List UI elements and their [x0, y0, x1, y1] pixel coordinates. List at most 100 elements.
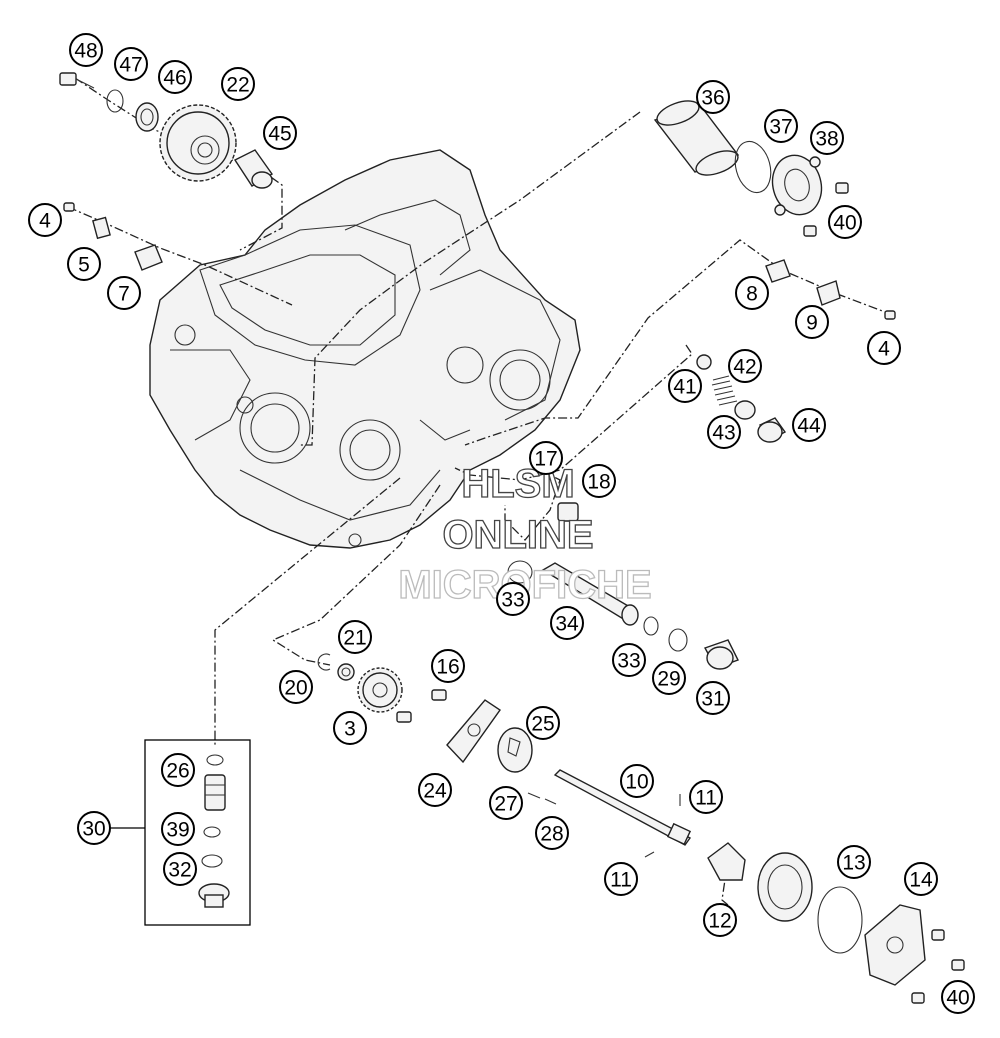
- part-45-bushing: [233, 149, 274, 189]
- callout-number: 34: [555, 613, 579, 636]
- callout-10: 10: [620, 764, 654, 798]
- part-13-oring: [817, 886, 863, 954]
- callout-18: 18: [582, 464, 616, 498]
- callout-circle: [114, 47, 148, 81]
- callout-48: 48: [69, 33, 103, 67]
- part-9-shim: [816, 280, 841, 306]
- callout-13: 13: [837, 845, 871, 879]
- callout-number: 33: [501, 589, 524, 612]
- callout-number: 26: [166, 760, 189, 783]
- part-25-rotor: [497, 727, 533, 773]
- callout-36: 36: [696, 80, 730, 114]
- callout-circle: [338, 620, 372, 654]
- callout-circle: [529, 441, 563, 475]
- part-8-plate: [765, 259, 791, 283]
- callout-circle: [696, 681, 730, 715]
- callout-circle: [867, 331, 901, 365]
- callout-number: 38: [815, 128, 838, 151]
- callout-number: 11: [610, 869, 632, 892]
- callout-circle: [689, 780, 723, 814]
- callout-circle: [28, 203, 62, 237]
- callout-number: 41: [673, 376, 696, 399]
- callout-40: 40: [941, 980, 975, 1014]
- callout-circle: [728, 349, 762, 383]
- part-46-washer: [135, 102, 159, 132]
- callout-11: 11: [689, 780, 723, 814]
- callout-number: 45: [268, 123, 291, 146]
- crankcase-housing: [149, 149, 581, 549]
- callout-number: 12: [708, 910, 731, 933]
- part-7-shim: [134, 244, 163, 271]
- part-12-rotor-set: [707, 842, 813, 922]
- callout-40: 40: [828, 205, 862, 239]
- callout-33: 33: [496, 582, 530, 616]
- part-22-gear: [159, 104, 237, 182]
- callout-12: 12: [703, 903, 737, 937]
- callout-circle: [333, 711, 367, 745]
- part-39-oring: [203, 826, 221, 838]
- callout-circle: [612, 643, 646, 677]
- callout-circle: [526, 706, 560, 740]
- part-screen-filter: [204, 774, 226, 811]
- part-17-18-fitting: [557, 502, 579, 522]
- part-32-oring: [201, 854, 223, 868]
- callout-circle: [161, 812, 195, 846]
- callout-circle: [582, 464, 616, 498]
- callout-21: 21: [338, 620, 372, 654]
- callout-number: 21: [343, 627, 366, 650]
- callout-number: 5: [78, 254, 90, 277]
- callout-25: 25: [526, 706, 560, 740]
- callout-circle: [810, 121, 844, 155]
- part-4-screw-right: [884, 310, 896, 320]
- callout-33: 33: [612, 643, 646, 677]
- callout-number: 3: [344, 718, 356, 741]
- part-21-washer: [337, 663, 355, 681]
- callout-circle: [941, 980, 975, 1014]
- callout-44: 44: [792, 408, 826, 442]
- callout-number: 40: [946, 987, 969, 1010]
- callout-number: 43: [712, 422, 735, 445]
- callout-circle: [489, 786, 523, 820]
- part-43-washer: [734, 400, 756, 420]
- callout-circle: [431, 649, 465, 683]
- callout-circle: [707, 415, 741, 449]
- callout-number: 4: [39, 210, 51, 233]
- leader-lines: [67, 77, 894, 906]
- callout-number: 31: [701, 688, 724, 711]
- part-40-bolts-upper: [803, 182, 849, 237]
- part-3-gear: [357, 667, 403, 713]
- callout-31: 31: [696, 681, 730, 715]
- part-24-cover-plate: [446, 699, 501, 764]
- callout-number: 10: [625, 771, 648, 794]
- callout-circle: [904, 862, 938, 896]
- callout-circle: [652, 661, 686, 695]
- callout-number: 39: [166, 819, 189, 842]
- callout-47: 47: [114, 47, 148, 81]
- callout-43: 43: [707, 415, 741, 449]
- callout-circle: [696, 80, 730, 114]
- callout-26: 26: [161, 753, 195, 787]
- part-drain-plug: [198, 883, 230, 908]
- callout-number: 18: [587, 471, 610, 494]
- callout-41: 41: [668, 369, 702, 403]
- callout-circle: [67, 247, 101, 281]
- callout-4: 4: [28, 203, 62, 237]
- part-29-oring: [668, 628, 688, 652]
- part-38-filter-cover: [771, 154, 823, 216]
- part-36-oil-filter: [653, 100, 740, 176]
- callout-20: 20: [279, 670, 313, 704]
- callout-circle: [163, 852, 197, 886]
- callout-circle: [161, 753, 195, 787]
- callout-8: 8: [735, 276, 769, 310]
- callout-28: 28: [535, 816, 569, 850]
- watermark-line-2: ONLINE: [442, 513, 593, 557]
- callout-number: 37: [769, 116, 792, 139]
- callout-45: 45: [263, 116, 297, 150]
- callout-number: 40: [833, 212, 856, 235]
- callout-circle: [550, 606, 584, 640]
- callout-circle: [837, 845, 871, 879]
- part-14-pump-cover: [864, 904, 926, 986]
- callout-number: 47: [119, 54, 142, 77]
